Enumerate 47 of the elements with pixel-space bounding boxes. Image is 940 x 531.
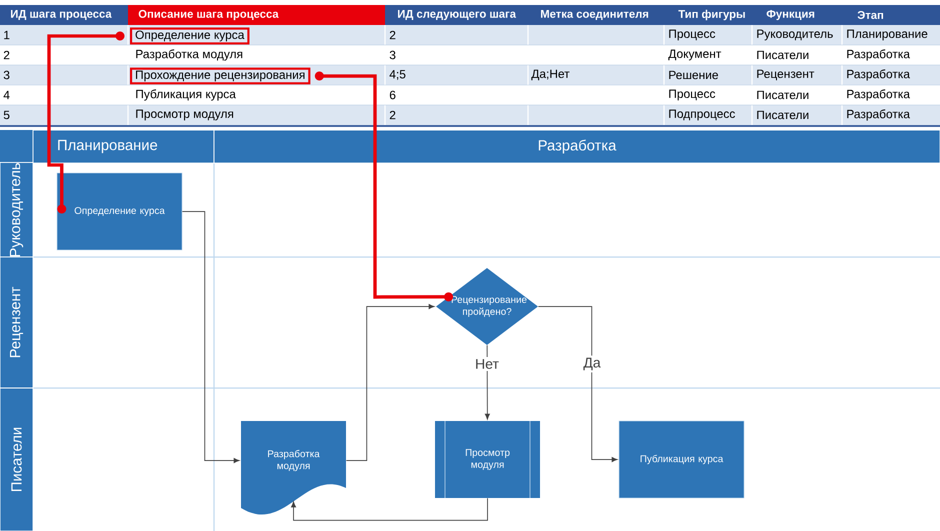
table-cell-text: 2	[390, 30, 396, 40]
table-cell-text: 4;5	[390, 70, 406, 80]
lane-header: Писатели	[0, 388, 34, 531]
column-header: Этап	[858, 11, 884, 19]
lane-header: Рецензент	[0, 256, 34, 388]
table-cell-text: Процесс	[669, 30, 716, 40]
table-cell-text: Да;Нет	[531, 70, 570, 80]
table-cell-text: 4	[4, 90, 10, 100]
edge-label: Да	[581, 356, 603, 372]
connector-arrow	[182, 211, 240, 463]
table-cell-text: Разработка	[847, 49, 910, 61]
edge-label: Нет	[472, 357, 502, 372]
table-cell-text: Просмотр модуля	[136, 110, 234, 120]
process-box: Определение курса	[56, 172, 182, 250]
table-cell-text: Писатели	[757, 90, 808, 100]
leader-line	[47, 32, 124, 214]
table-cell-text: Писатели	[757, 50, 808, 60]
connector-arrow	[346, 304, 435, 461]
highlight-box: Определение курса	[130, 28, 250, 44]
subprocess-box: Просмотр модуля	[435, 420, 540, 498]
table-cell-text: 3	[4, 70, 10, 80]
connector-arrow	[291, 498, 488, 521]
table-cell-text: Разработка	[847, 89, 910, 101]
column-header: ИД следующего шага	[398, 10, 516, 20]
connector-arrow	[484, 344, 490, 420]
column-header: ИД шага процесса	[11, 10, 112, 20]
table-cell-text: Документ	[668, 50, 722, 60]
table-cell-text: Разработка модуля	[136, 49, 242, 61]
table-cell-text: Планирование	[847, 30, 928, 40]
table-cell-text: Решение	[669, 70, 718, 80]
table-cell-text: 6	[390, 90, 396, 100]
table-cell-text: Разработка	[847, 69, 910, 81]
connector-arrow	[538, 306, 618, 462]
column-header: Функция	[766, 10, 814, 20]
table-cell-text: Процесс	[669, 90, 716, 100]
leader-line	[314, 72, 454, 302]
table-cell-text: 5	[4, 110, 10, 120]
process-box: Публикация курса	[618, 420, 744, 498]
column-header: Тип фигуры	[678, 10, 745, 20]
table-cell-text: Рецензент	[757, 70, 814, 80]
highlight-box: Прохождение рецензирования	[130, 68, 310, 84]
table-cell-text: 2	[4, 50, 10, 60]
table-cell-text: 3	[390, 50, 396, 60]
column-header: Метка соединителя	[541, 10, 648, 20]
table-cell-text: Публикация курса	[136, 89, 236, 101]
table-cell-text: 1	[4, 30, 10, 40]
table-cell-text: Руководитель	[757, 30, 833, 40]
